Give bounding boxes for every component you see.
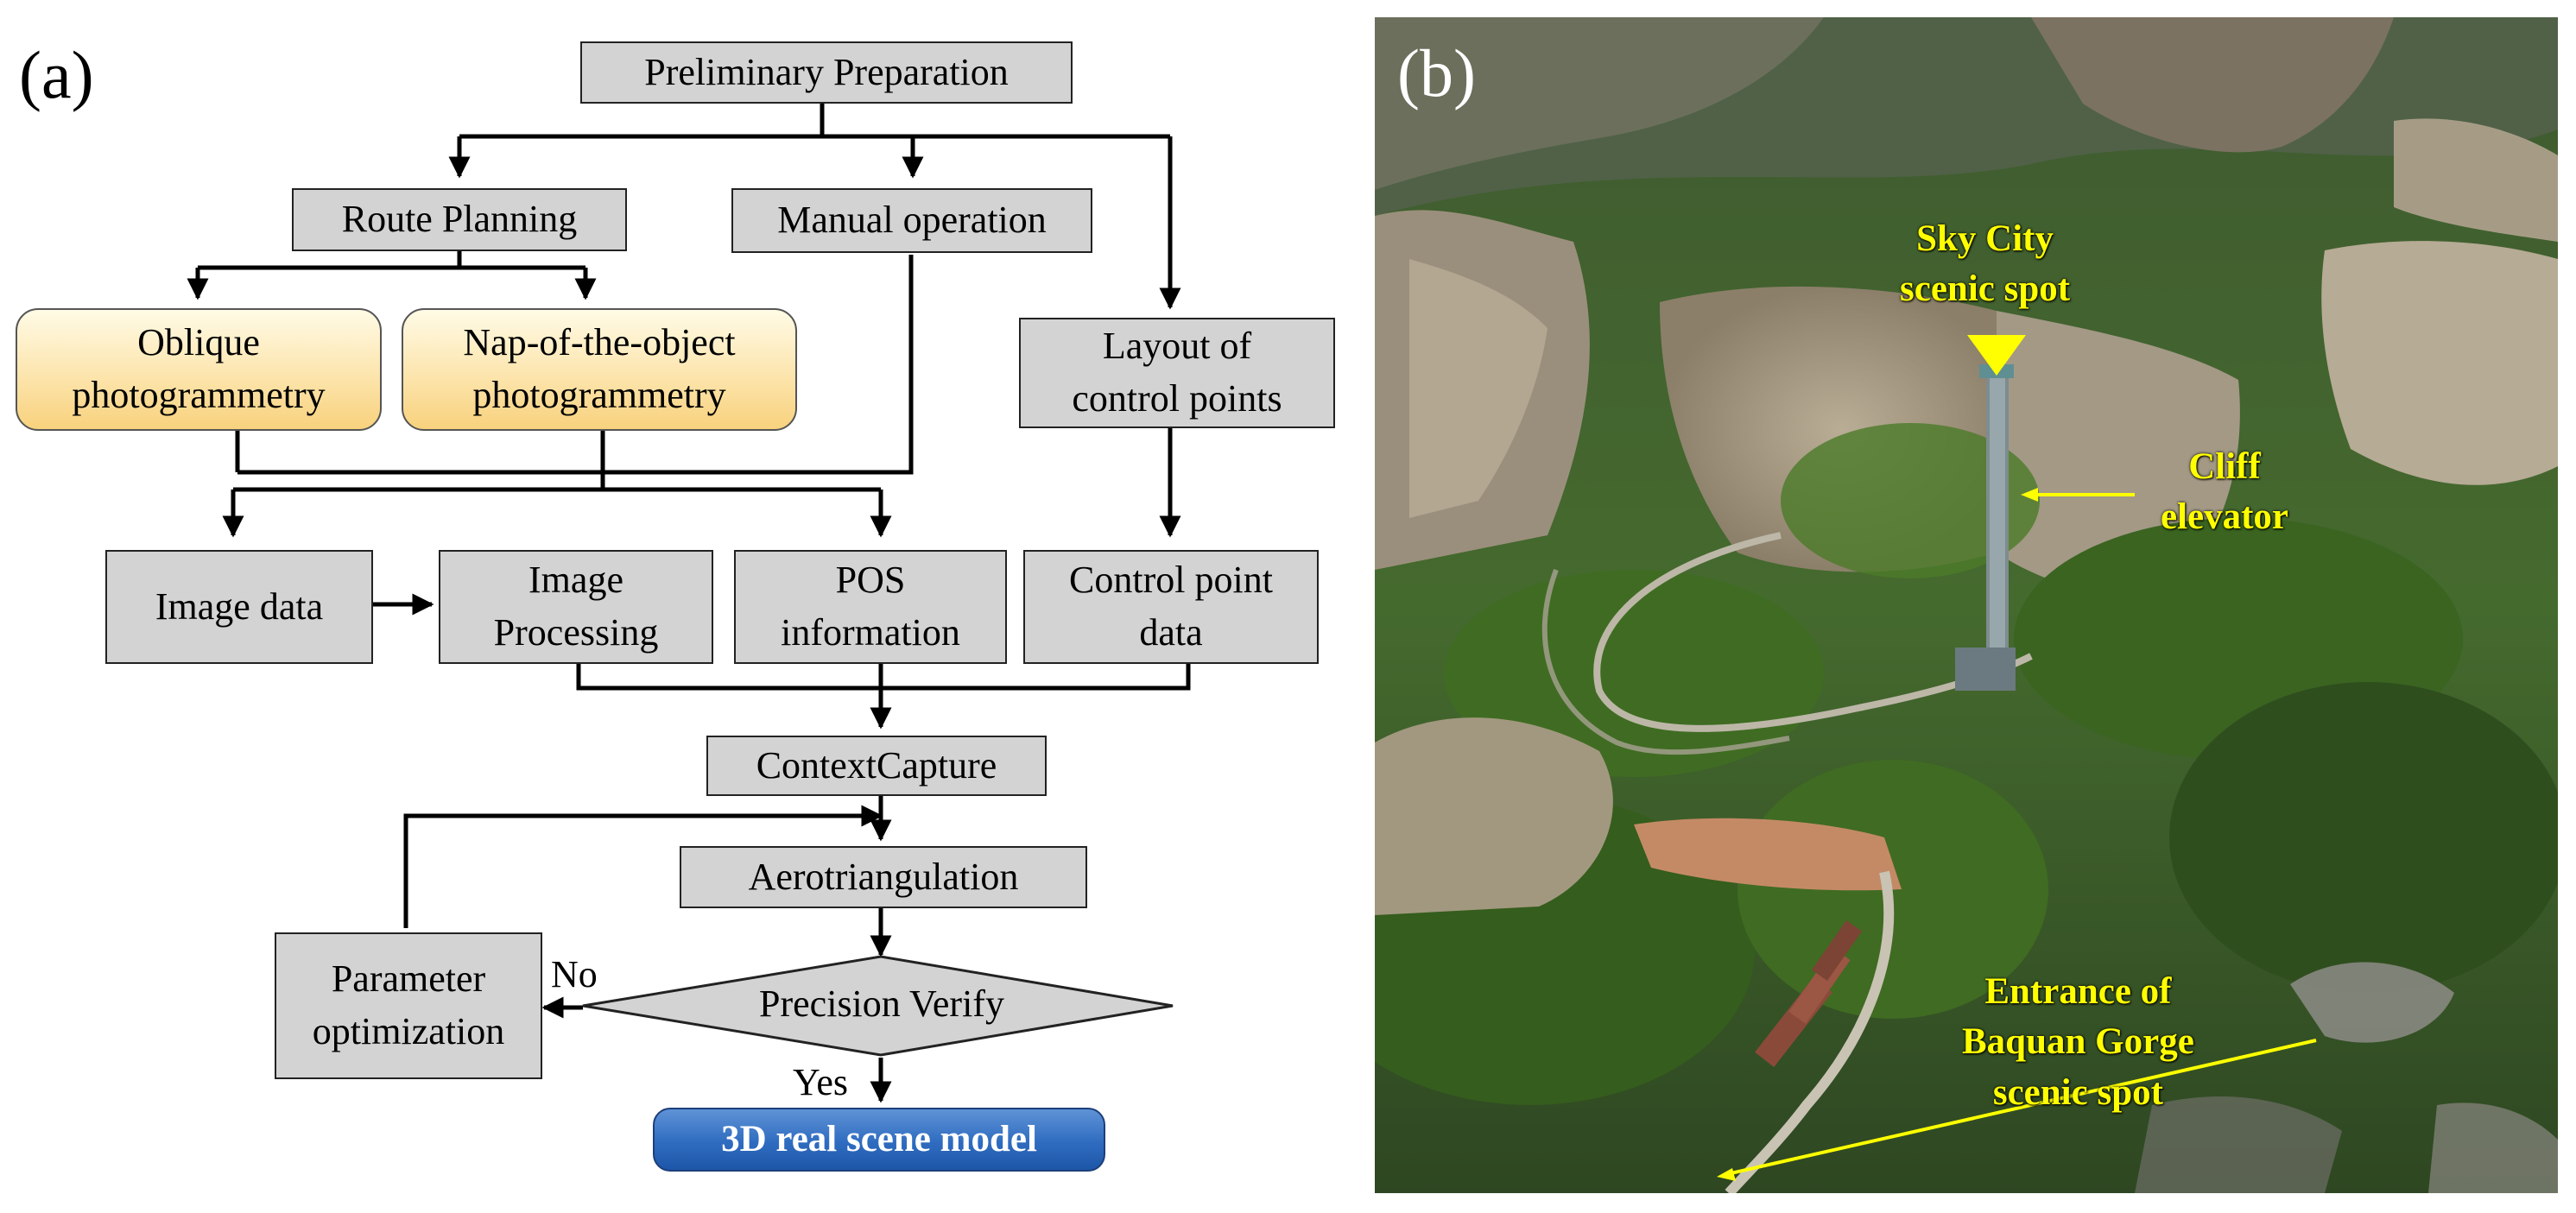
aerial-photo-panel: (b) Sky City scenic spot Cliff elevator … <box>1375 17 2558 1193</box>
cliff-elevator-annotation: Cliff elevator <box>2161 442 2288 543</box>
aerotriangulation-node: Aerotriangulation <box>680 846 1087 908</box>
oblique-line-2: photogrammetry <box>72 374 326 416</box>
sky-city-marker <box>1967 335 2026 376</box>
precision-verify-label: Precision Verify <box>759 982 1004 1025</box>
panel-a-label: (a) <box>19 37 94 112</box>
control-point-line-2: data <box>1139 611 1203 654</box>
control-point-data-node: Control point data <box>1023 550 1319 664</box>
precision-verify-diamond <box>582 955 1174 1057</box>
sky-city-line-2: scenic spot <box>1900 269 2071 310</box>
entrance-line-2: Baquan Gorge <box>1962 1021 2194 1063</box>
entrance-line-1: Entrance of <box>1984 971 2172 1012</box>
aerial-photo <box>1375 17 2558 1193</box>
flowchart-connectors <box>187 102 1191 1103</box>
contextcapture-node: ContextCapture <box>706 736 1047 796</box>
pos-information-node: POS information <box>734 550 1007 664</box>
pos-line-2: information <box>781 611 960 654</box>
3d-real-scene-model-node: 3D real scene model <box>653 1108 1105 1172</box>
cliff-elevator-line-2: elevator <box>2161 496 2289 538</box>
layout-line-1: Layout of <box>1102 325 1252 368</box>
control-point-line-1: Control point <box>1069 559 1273 602</box>
layout-line-2: control points <box>1072 377 1282 420</box>
pos-line-1: POS <box>835 559 906 602</box>
layout-of-control-points-node: Layout of control points <box>1019 318 1335 428</box>
nap-of-the-object-node: Nap-of-the-object photogrammetry <box>402 308 797 431</box>
nap-line-1: Nap-of-the-object <box>463 321 736 364</box>
image-processing-node: Image Processing <box>439 550 713 664</box>
cliff-elevator-line-1: Cliff <box>2188 446 2261 487</box>
no-edge-label: No <box>551 953 598 995</box>
oblique-photogrammetry-node: Oblique photogrammetry <box>16 308 382 431</box>
panel-b-label: (b) <box>1397 35 1476 111</box>
flowchart-panel: (a) <box>16 37 1335 1172</box>
image-processing-line-1: Image <box>528 559 623 602</box>
image-data-node: Image data <box>105 550 373 664</box>
entrance-annotation: Entrance of Baquan Gorge scenic spot <box>1962 967 2194 1118</box>
parameter-line-2: optimization <box>312 1010 505 1052</box>
parameter-line-1: Parameter <box>331 957 486 1001</box>
entrance-line-3: scenic spot <box>1992 1071 2163 1113</box>
parameter-optimization-node: Parameter optimization <box>275 932 542 1079</box>
preliminary-preparation-node: Preliminary Preparation <box>580 41 1073 104</box>
image-processing-line-2: Processing <box>493 611 659 654</box>
sky-city-annotation: Sky City scenic spot <box>1900 214 2070 315</box>
route-planning-node: Route Planning <box>292 188 627 251</box>
sky-city-line-1: Sky City <box>1916 218 2054 259</box>
oblique-line-1: Oblique <box>137 321 260 364</box>
yes-edge-label: Yes <box>793 1061 849 1103</box>
manual-operation-node: Manual operation <box>731 188 1092 253</box>
nap-line-2: photogrammetry <box>472 374 726 416</box>
